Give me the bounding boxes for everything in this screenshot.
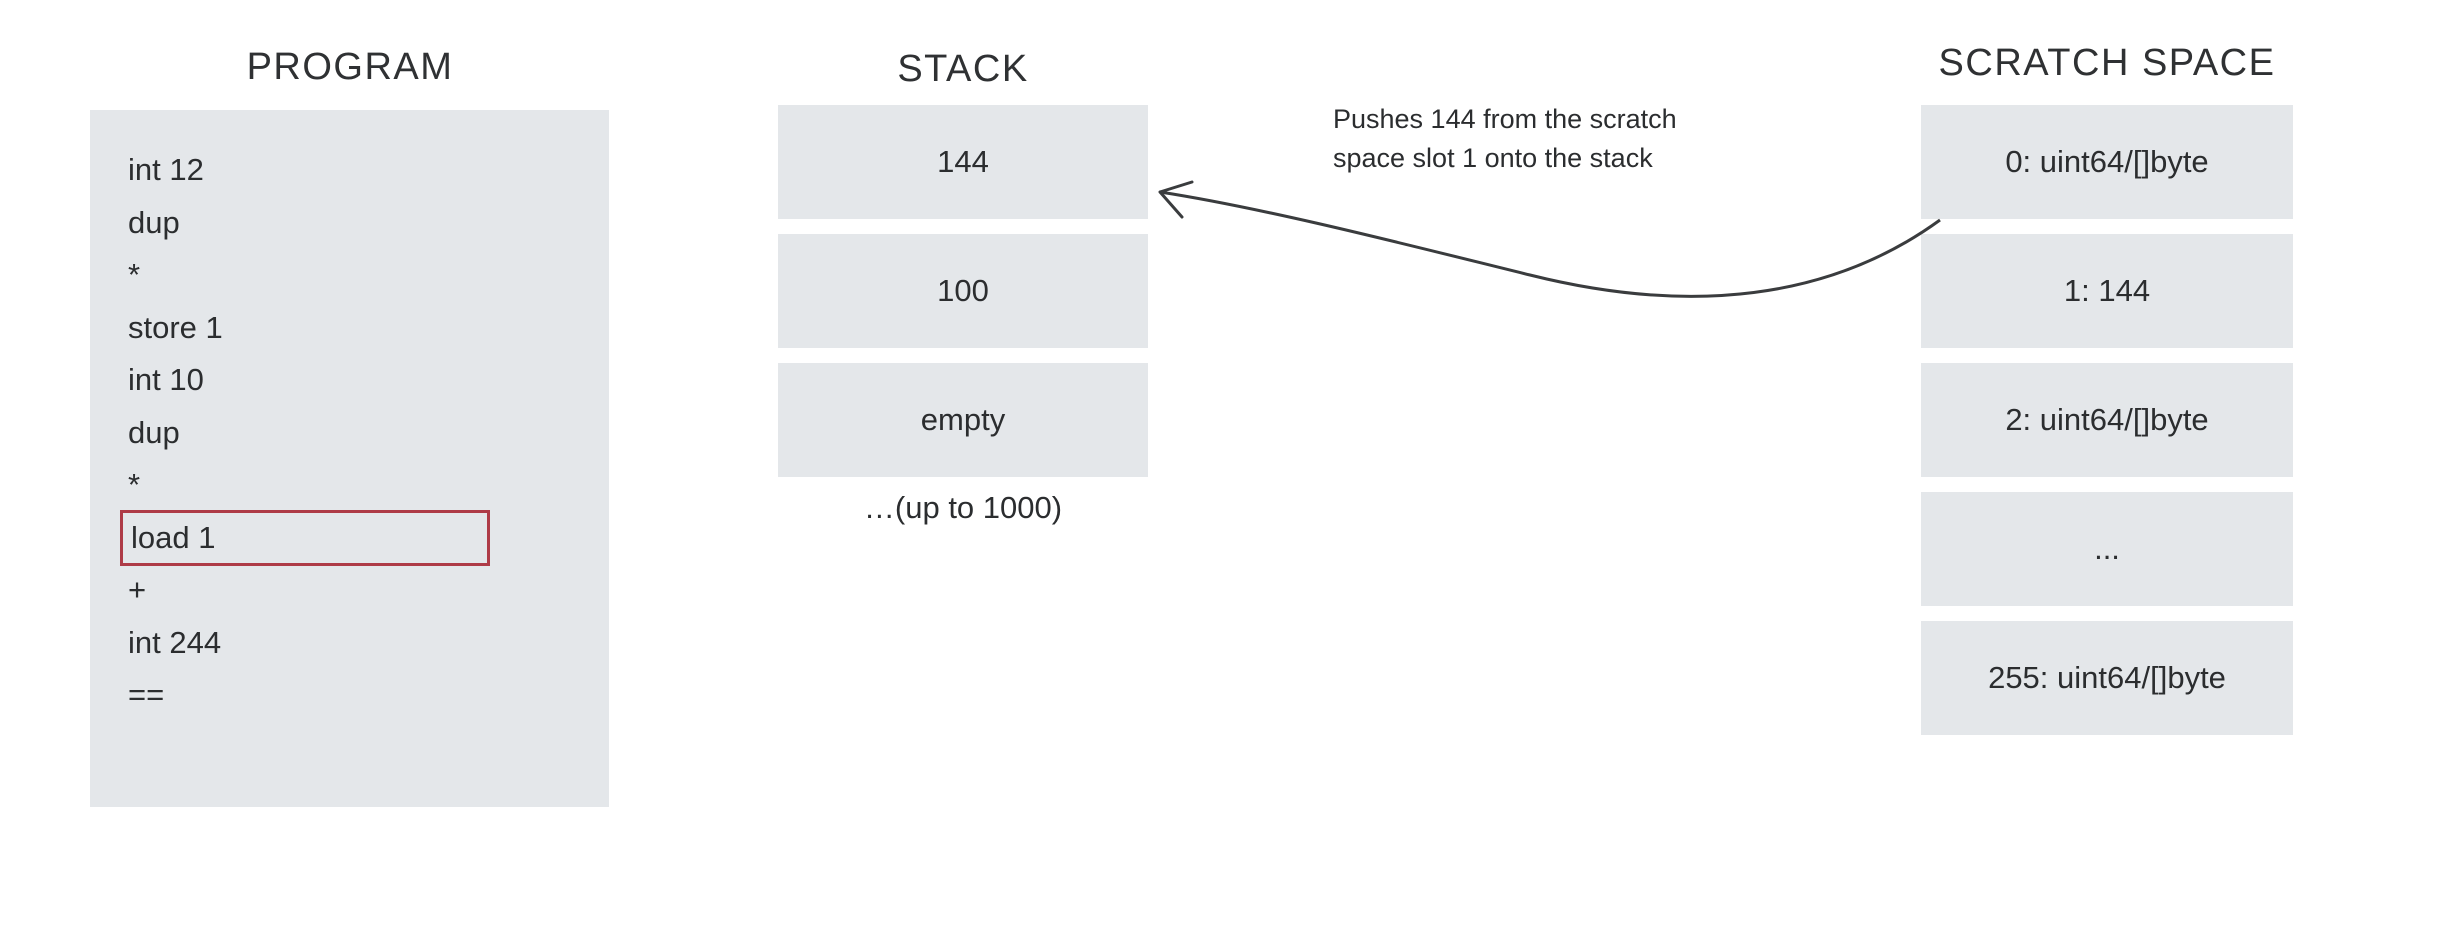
stack-cell: 100 (778, 234, 1148, 348)
program-line: dup (128, 204, 180, 240)
program-line: == (128, 677, 165, 712)
scratch-space-column-title: SCRATCH SPACE (1938, 42, 2276, 84)
program-line: int 244 (128, 624, 222, 660)
program-line-highlighted: load 1 (120, 509, 490, 566)
program-line: * (128, 257, 141, 292)
stack-capacity-note: …(up to 1000) (863, 490, 1063, 525)
scratch-space-cell: 255: uint64/[]byte (1921, 621, 2293, 735)
program-line: int 10 (128, 362, 204, 397)
stack-column-title: STACK (897, 48, 1029, 90)
program-line: * (128, 467, 141, 502)
stack-cell: 144 (778, 105, 1148, 219)
program-panel: int 12 dup * store 1 int 10 dup * load 1 + int 24… (90, 110, 609, 807)
scratch-space-cell: 2: uint64/[]byte (1921, 363, 2293, 477)
program-line: dup (128, 414, 180, 450)
scratch-space-cell: 0: uint64/[]byte (1921, 105, 2293, 219)
program-line: store 1 (128, 309, 223, 345)
annotation-text: Pushes 144 from the scratch space slot 1… (1333, 100, 1803, 178)
annotation-line-1: Pushes 144 from the scratch (1333, 104, 1677, 134)
annotation-line-2: space slot 1 onto the stack (1333, 143, 1653, 173)
annotation-arrow (1158, 180, 1941, 298)
stack-cell: empty (778, 363, 1148, 477)
program-line: + (128, 572, 147, 607)
program-instruction-list: int 12 dup * store 1 int 10 dup * load 1 + int 24… (90, 110, 609, 807)
arrow-head-icon (1158, 180, 1194, 219)
scratch-space-cell: ... (1921, 492, 2293, 606)
scratch-space-cell: 1: 144 (1921, 234, 2293, 348)
program-line: int 12 (128, 152, 204, 187)
arrow-curve (1159, 190, 1941, 298)
program-column-title: PROGRAM (246, 46, 454, 88)
